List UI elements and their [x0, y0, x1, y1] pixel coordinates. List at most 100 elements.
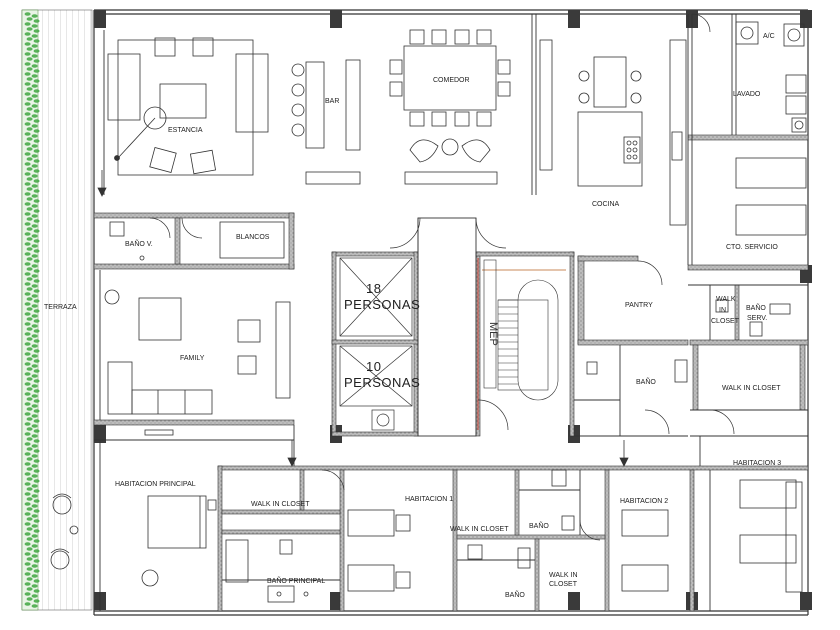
- label-comedor: COMEDOR: [433, 77, 470, 84]
- hedge-leaf: [26, 207, 33, 211]
- hedge-leaf: [26, 297, 33, 301]
- hedge-leaf: [24, 282, 31, 286]
- hedge-leaf: [24, 172, 31, 176]
- hedge-leaf: [33, 149, 40, 153]
- hedge-leaf: [33, 529, 40, 533]
- hedge-leaf: [26, 527, 33, 531]
- hedge-leaf: [31, 464, 38, 468]
- hedge-leaf: [33, 289, 40, 293]
- hedge-leaf: [24, 542, 31, 546]
- label-terraza: TERRAZA: [44, 304, 77, 311]
- hedge-leaf: [31, 124, 38, 128]
- comedor-furniture: [389, 29, 553, 185]
- hedge-leaf: [33, 409, 40, 413]
- elevator-labels: 18 PERSONAS 10 PERSONAS: [344, 281, 420, 390]
- hedge-leaf: [33, 459, 40, 463]
- hedge-leaf: [24, 462, 31, 466]
- hedge-leaf: [26, 137, 33, 141]
- hedge-leaf: [24, 102, 31, 106]
- hedge-leaf: [26, 487, 33, 491]
- hedge-leaf: [33, 319, 40, 323]
- estancia-furniture: [107, 37, 269, 176]
- hedge-leaf: [26, 407, 33, 411]
- hedge-leaf: [33, 589, 40, 593]
- hedge-leaf: [33, 59, 40, 63]
- hedge-leaf: [33, 219, 40, 223]
- hedge-leaf: [31, 524, 38, 528]
- hedge-leaf: [31, 424, 38, 428]
- hedge-leaf: [33, 379, 40, 383]
- hedge-leaf: [33, 359, 40, 363]
- hedge-leaf: [24, 592, 31, 596]
- terraza-area: [21, 9, 93, 611]
- hedge-leaf: [24, 252, 31, 256]
- hedge-leaf: [33, 509, 40, 513]
- label-family: FAMILY: [180, 355, 205, 362]
- label-wic-serv-1: WALK: [716, 296, 736, 303]
- hedge-leaf: [24, 202, 31, 206]
- hedge-leaf: [24, 142, 31, 146]
- hedge-leaf: [31, 544, 38, 548]
- hedge-leaf: [33, 39, 40, 43]
- hedge-leaf: [31, 434, 38, 438]
- hedge-leaf: [26, 27, 33, 31]
- hedge-leaf: [24, 502, 31, 506]
- hedge-leaf: [26, 427, 33, 431]
- hedge-leaf: [24, 32, 31, 36]
- hedge-leaf: [24, 62, 31, 66]
- elevator-small-unit: PERSONAS: [344, 375, 420, 390]
- room-labels: ESTANCIA BAR COMEDOR COCINA A/C LAVADO C…: [44, 33, 781, 599]
- hedge-leaf: [26, 577, 33, 581]
- elevator-small: [339, 345, 413, 431]
- hedge-leaves: [24, 12, 40, 608]
- hedge-leaf: [24, 302, 31, 306]
- hedge-leaf: [24, 512, 31, 516]
- hedge-leaf: [31, 444, 38, 448]
- hedge-leaf: [24, 472, 31, 476]
- stairs: [477, 258, 566, 430]
- hedge-leaf: [24, 82, 31, 86]
- hedge-leaf: [31, 54, 38, 58]
- hedge-leaf: [33, 239, 40, 243]
- hedge-leaf: [33, 469, 40, 473]
- hedge-leaf: [31, 34, 38, 38]
- column: [800, 592, 812, 610]
- label-wic-principal: WALK IN CLOSET: [251, 501, 310, 508]
- hedge-leaf: [26, 327, 33, 331]
- hedge-leaf: [31, 604, 38, 608]
- hedge-leaf: [31, 254, 38, 258]
- bano-v-fixtures: [109, 221, 285, 261]
- hedge-leaf: [26, 17, 33, 21]
- hedge-leaf: [33, 99, 40, 103]
- hedge-leaf: [33, 569, 40, 573]
- partition-lines: [94, 14, 808, 611]
- hedge-leaf: [24, 442, 31, 446]
- hedge-leaf: [33, 489, 40, 493]
- hedge-leaf: [24, 242, 31, 246]
- hedge-leaf: [26, 97, 33, 101]
- hedge-leaf: [24, 382, 31, 386]
- hedge-leaf: [33, 159, 40, 163]
- hedge-leaf: [33, 419, 40, 423]
- hedge-leaf: [26, 47, 33, 51]
- hedge-leaf: [31, 344, 38, 348]
- label-estancia: ESTANCIA: [168, 127, 203, 134]
- hedge-leaf: [33, 499, 40, 503]
- orientation-arrows: [97, 170, 629, 467]
- hedge-leaf: [24, 492, 31, 496]
- hedge-leaf: [31, 374, 38, 378]
- hedge-leaf: [24, 262, 31, 266]
- hedge-leaf: [33, 539, 40, 543]
- hedge-leaf: [26, 357, 33, 361]
- hedge-leaf: [24, 562, 31, 566]
- hedge-leaf: [26, 87, 33, 91]
- hedge-leaf: [33, 389, 40, 393]
- hedge-leaf: [33, 479, 40, 483]
- hedge-leaf: [31, 304, 38, 308]
- column: [330, 592, 342, 610]
- hedge-leaf: [24, 162, 31, 166]
- hedge-leaf: [33, 199, 40, 203]
- hedge-leaf: [31, 534, 38, 538]
- hedge-leaf: [33, 349, 40, 353]
